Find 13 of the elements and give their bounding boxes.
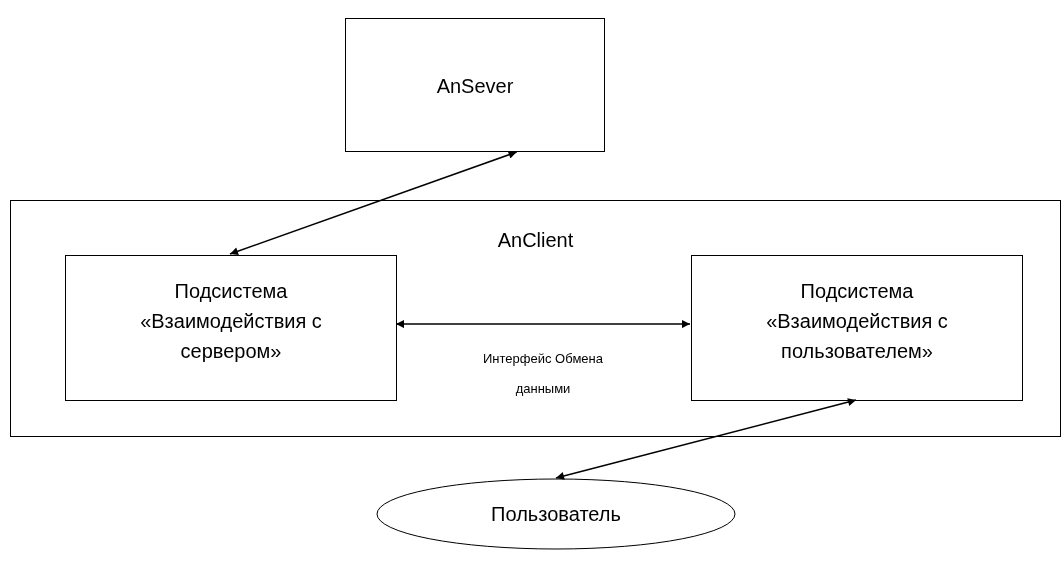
double-arrow <box>555 398 857 480</box>
subsystem-box <box>65 255 397 401</box>
node-label: Пользователь <box>490 502 622 527</box>
server-box <box>345 18 605 152</box>
double-arrow <box>395 320 691 329</box>
node-label: AnSever <box>435 74 515 99</box>
user-ellipse <box>376 478 736 550</box>
subsystem-box <box>691 255 1023 401</box>
container-title: AnClient <box>496 228 575 253</box>
client-container <box>10 200 1061 437</box>
node-label: Подсистема «Взаимодействия с сервером» <box>139 279 323 364</box>
double-arrow <box>229 150 518 256</box>
node-label: Подсистема «Взаимодействия с пользователем» <box>765 279 949 364</box>
